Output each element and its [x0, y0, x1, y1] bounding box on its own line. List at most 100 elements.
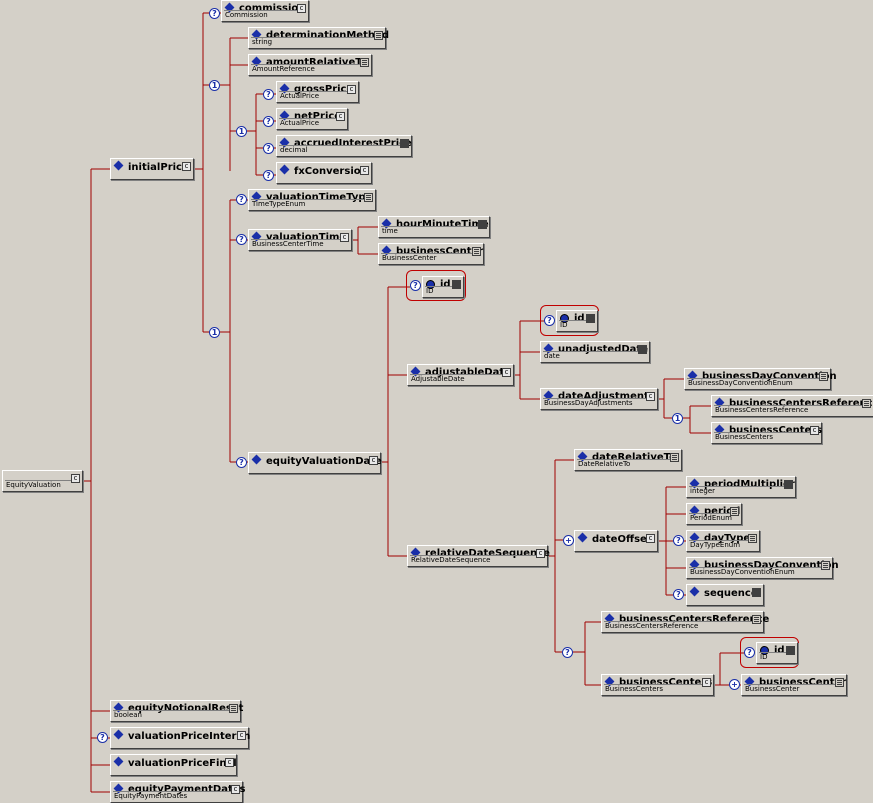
element-name: initialPrice — [128, 162, 189, 173]
element-type: EquityPaymentDates — [113, 791, 240, 802]
expand-icon[interactable] — [336, 112, 345, 121]
element-type: DayTypeEnum — [689, 540, 757, 551]
businessCenter-sequence-marker: + — [729, 679, 740, 690]
element-name: businessCentersReference — [729, 398, 873, 409]
element-root[interactable]: EquityValuation — [2, 470, 83, 492]
simple-type-icon — [670, 453, 679, 462]
element-name: valuationTime — [266, 232, 347, 243]
element-type: DateRelativeTo — [577, 459, 679, 470]
simple-type-icon — [748, 534, 757, 543]
initialPrice-choice-marker: 1 — [209, 80, 220, 91]
element-type: ID — [425, 286, 461, 297]
id3-highlight — [740, 637, 799, 668]
expand-icon[interactable] — [71, 474, 80, 483]
element-name: valuationTimeType — [266, 192, 373, 203]
expand-icon[interactable] — [347, 85, 356, 94]
element-icon — [113, 756, 124, 767]
element-equityValuationDate[interactable]: equityValuationDate — [248, 452, 382, 474]
element-name: fxConversion — [294, 166, 368, 177]
element-name: id — [574, 313, 585, 324]
expand-icon[interactable] — [225, 758, 234, 767]
element-icon — [113, 160, 124, 171]
element-type: BusinessCenters — [714, 432, 819, 443]
element-name: valuationPriceFinal — [128, 758, 237, 769]
expand-icon[interactable] — [360, 166, 369, 175]
simple-type-icon — [819, 372, 828, 381]
simple-type-icon — [835, 678, 844, 687]
element-name: unadjustedDate — [558, 344, 648, 355]
element-name: id — [440, 279, 451, 290]
expand-icon[interactable] — [646, 392, 655, 401]
element-type: ActualPrice — [279, 118, 345, 129]
element-type: AdjustableDate — [410, 374, 511, 385]
element-icon — [279, 164, 290, 175]
element-icon — [113, 729, 124, 740]
simple-type-icon — [752, 615, 761, 624]
element-valuationPriceInterim[interactable]: valuationPriceInterim — [110, 727, 251, 749]
expand-icon[interactable] — [297, 4, 306, 13]
expand-icon[interactable] — [231, 785, 240, 794]
expand-icon[interactable] — [502, 368, 511, 377]
element-icon — [251, 454, 262, 465]
element-name: businessCenter — [396, 246, 484, 257]
datatype-icon — [452, 280, 461, 289]
expand-icon[interactable] — [369, 456, 378, 465]
element-type: BusinessCentersReference — [714, 405, 871, 416]
expand-icon[interactable] — [237, 731, 246, 740]
element-dateOffset[interactable]: dateOffset — [574, 530, 658, 552]
expand-icon[interactable] — [182, 162, 191, 171]
element-sequence[interactable]: sequence — [686, 584, 764, 606]
element-name: amountRelativeTo — [266, 57, 368, 68]
element-initialPrice[interactable]: initialPrice — [110, 158, 194, 180]
expand-icon[interactable] — [536, 549, 545, 558]
element-name: relativeDateSequence — [425, 548, 550, 559]
element-name: adjustableDate — [425, 367, 511, 378]
expand-icon[interactable] — [702, 678, 711, 687]
expand-icon[interactable] — [340, 233, 349, 242]
element-fxConversion[interactable]: fxConversion — [276, 162, 372, 184]
expand-icon[interactable] — [646, 534, 655, 543]
simple-type-icon — [862, 399, 871, 408]
element-name: valuationPriceInterim — [128, 731, 251, 742]
element-valuationPriceFinal[interactable]: valuationPriceFinal — [110, 754, 237, 776]
element-name: commission — [239, 3, 306, 14]
datatype-icon — [786, 646, 795, 655]
element-name: businessCenter — [759, 677, 847, 688]
expand-icon[interactable] — [810, 426, 819, 435]
element-name: grossPrice — [294, 84, 354, 95]
element-name: dateOffset — [592, 534, 652, 545]
element-type: BusinessDayConventionEnum — [687, 378, 828, 389]
attribute-icon — [760, 646, 769, 655]
id1-optional-marker: ? — [410, 280, 421, 291]
